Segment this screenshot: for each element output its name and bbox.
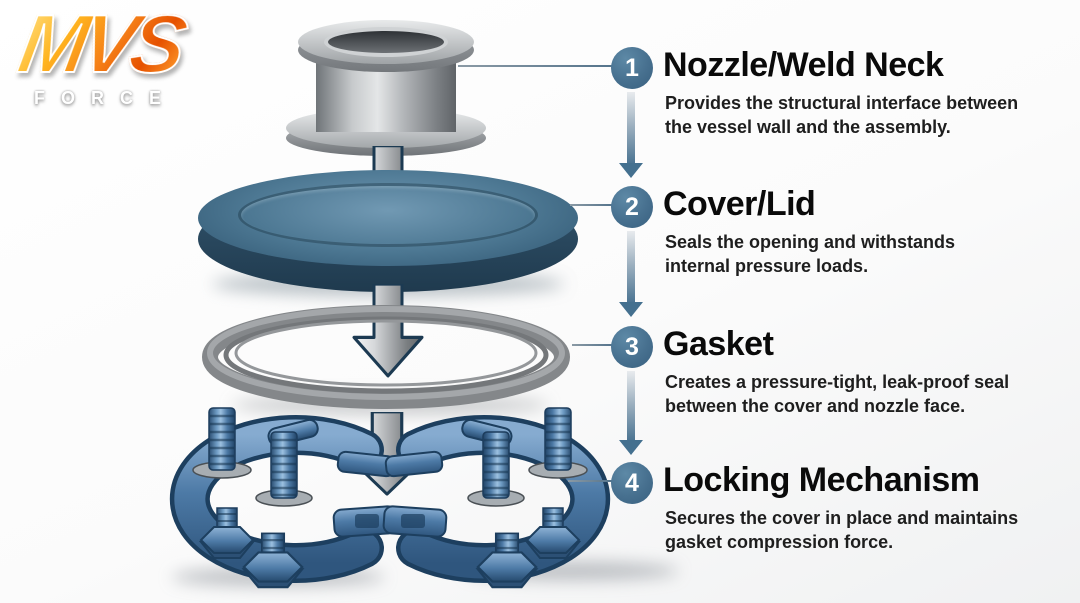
clamp-jaw-slot: [355, 514, 379, 528]
gasket-ring-highlight: [207, 306, 565, 400]
step-3-badge: 3: [611, 326, 653, 368]
connector-line-3: [572, 344, 612, 346]
flow-line-2: [627, 231, 635, 303]
flow-arrowhead-3: [619, 440, 643, 455]
clamp-half-right: [382, 407, 611, 589]
connector-line-4: [568, 480, 612, 482]
brand-subtitle: FORCE: [34, 87, 177, 108]
step-4-title: Locking Mechanism: [663, 461, 980, 499]
stud-bolt-2: [255, 431, 313, 507]
lid-recessed-ring: [238, 183, 538, 247]
gasket-ring-inner: [223, 316, 549, 394]
step-3-desc-line-1: Creates a pressure-tight, leak-proof sea…: [665, 372, 1010, 392]
step-2-desc-line-2: internal pressure loads.: [665, 256, 869, 276]
assembly-arrow-2: [352, 284, 424, 378]
step-2-badge: 2: [611, 186, 653, 228]
flow-line-3: [627, 371, 635, 441]
step-4-badge: 4: [611, 462, 653, 504]
step-1-description: Provides the structural interface betwee…: [665, 91, 1018, 139]
step-2-desc-line-1: Seals the opening and withstands: [665, 232, 956, 252]
flow-line-1: [627, 92, 635, 164]
nozzle-illustration: [286, 20, 486, 156]
gasket-illustration: [202, 305, 570, 409]
connector-line-1: [458, 65, 612, 67]
step-3-title: Gasket: [663, 325, 774, 363]
step-1-desc-line-2: the vessel wall and the assembly.: [665, 117, 951, 137]
brand-logo: MVS FORCE: [11, 0, 250, 109]
step-3-description: Creates a pressure-tight, leak-proof sea…: [665, 370, 1009, 418]
step-4-desc-line-1: Secures the cover in place and maintains: [665, 508, 1019, 528]
hex-nut-2: [241, 532, 305, 589]
nozzle-bore: [324, 27, 448, 57]
hex-nut-1: [198, 507, 256, 559]
step-1-desc-line-1: Provides the structural interface betwee…: [665, 93, 1019, 113]
step-3-desc-line-2: between the cover and nozzle face.: [665, 396, 966, 416]
step-2-description: Seals the opening and withstands interna…: [665, 230, 955, 278]
step-1-title: Nozzle/Weld Neck: [663, 46, 944, 84]
connector-line-2: [570, 204, 612, 206]
cover-lid-illustration: [198, 170, 578, 294]
gasket-ring-inner-highlight: [234, 319, 538, 387]
stud-bolt-1: [192, 407, 252, 479]
clamp-half-left: [169, 407, 398, 589]
step-1-badge: 1: [611, 47, 653, 89]
step-2-title: Cover/Lid: [663, 185, 816, 223]
step-4-description: Secures the cover in place and maintains…: [665, 506, 1018, 554]
locking-mechanism-illustration: [169, 407, 611, 589]
flow-arrowhead-2: [619, 302, 643, 317]
step-4-desc-line-2: gasket compression force.: [665, 532, 894, 552]
flow-arrowhead-1: [619, 163, 643, 178]
